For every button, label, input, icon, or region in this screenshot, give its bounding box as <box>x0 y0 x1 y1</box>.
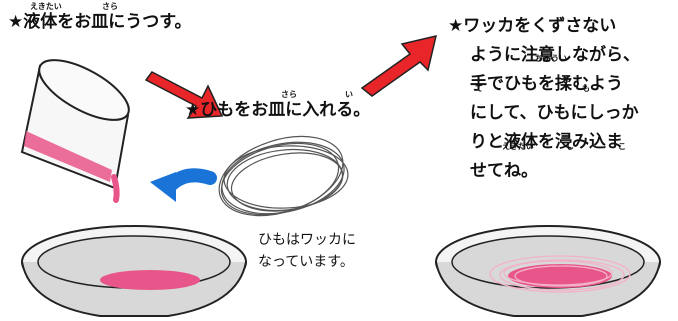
step2-ruby-1: さら <box>281 90 297 99</box>
step2-ruby-2: い <box>345 90 353 99</box>
step3-line-6: せてね。 <box>470 161 538 181</box>
step3-block: ★ワッカをくずさない ように注意しながら、 手でひもを揉むよう にして、ひもにし… <box>448 12 640 186</box>
step1-text: ★液体をお皿にうつす。 <box>8 12 192 32</box>
step3-line-2: ように注意しながら、 <box>470 45 640 65</box>
bowl-right <box>435 225 661 317</box>
step1-ruby-1: えきたい <box>30 2 62 11</box>
note-line-2: なっています。 <box>258 253 354 270</box>
cup <box>20 59 130 203</box>
liquid-puddle <box>100 270 200 290</box>
step3-ruby-2: て <box>475 84 483 93</box>
step3-ruby-1: ちゅうい <box>535 54 567 63</box>
red-arrow-2 <box>360 34 438 97</box>
step1-label: えきたい さら ★液体をお皿にうつす。 <box>8 2 192 32</box>
step1-ruby-2: さら <box>102 2 118 11</box>
step2-label: さら い ★ひもをお皿に入れる。 <box>185 90 371 120</box>
step3-ruby-6: こ <box>618 142 626 151</box>
step3-line-5: りと液体を浸み込ま <box>470 132 623 152</box>
step3-ruby-3: も <box>582 84 590 93</box>
step3-ruby-5: し <box>566 142 574 151</box>
red-arrow-1 <box>144 71 224 119</box>
step2-text: ★ひもをお皿に入れる。 <box>185 100 371 120</box>
pour-stream <box>111 174 120 203</box>
string-loops <box>218 135 349 217</box>
step3-line-1: ★ワッカをくずさない <box>448 16 617 36</box>
note-line-1: ひもはワッカに <box>258 232 356 248</box>
bowl-left <box>21 225 247 317</box>
string-note: ひもはワッカに なっています。 <box>258 230 356 273</box>
step3-line-3: 手でひもを揉むよう <box>470 74 623 94</box>
soaked-string <box>489 255 631 293</box>
blue-arrow <box>150 168 217 202</box>
step3-ruby-4: えきたい <box>502 142 534 151</box>
step3-line-4: にして、ひもにしっか <box>470 103 639 123</box>
